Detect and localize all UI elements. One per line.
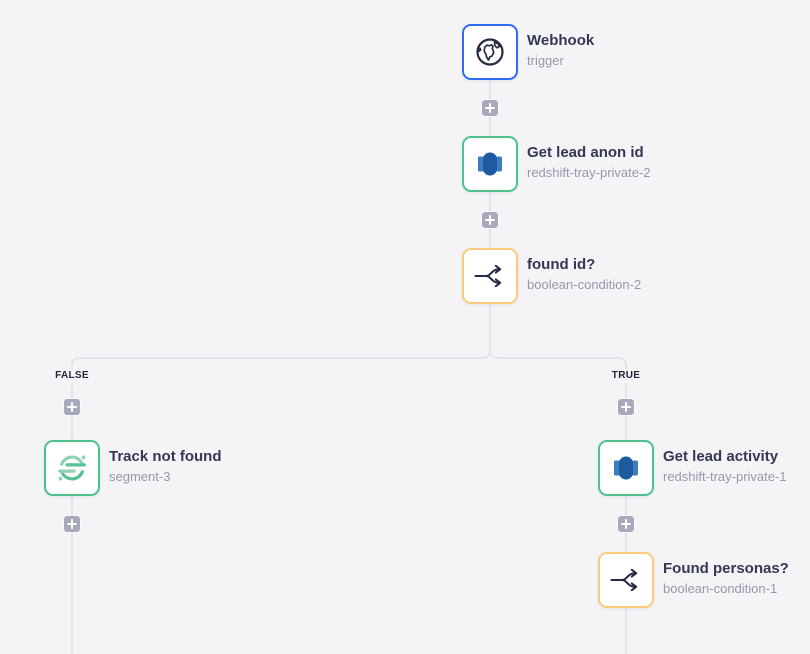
branch-icon [610, 568, 638, 592]
node-subtitle: trigger [527, 53, 564, 68]
add-step-button-false-branch[interactable] [64, 399, 80, 415]
node-found-personas[interactable]: Found personas? boolean-condition-1 [598, 552, 789, 608]
branch-label-true: TRUE [608, 369, 644, 383]
node-found-id-box[interactable] [462, 248, 518, 304]
node-get-lead-anon-id[interactable]: Get lead anon id redshift-tray-private-2 [462, 136, 651, 192]
node-subtitle: boolean-condition-2 [527, 277, 642, 292]
redshift-icon [614, 456, 638, 480]
node-title: found id? [527, 256, 596, 273]
node-found-id[interactable]: found id? boolean-condition-2 [462, 248, 641, 304]
node-track-not-found-box[interactable] [44, 440, 100, 496]
node-track-not-found[interactable]: Track not found segment-3 [44, 440, 222, 496]
node-subtitle: segment-3 [109, 469, 171, 484]
node-title: Webhook [527, 32, 595, 49]
node-webhook[interactable]: Webhook trigger [462, 24, 594, 80]
add-step-button-true-branch[interactable] [618, 399, 634, 415]
add-step-button[interactable] [482, 212, 498, 228]
node-title: Track not found [109, 448, 222, 465]
node-title: Found personas? [663, 560, 789, 577]
node-get-lead-activity-box[interactable] [598, 440, 654, 496]
add-step-button-true-branch[interactable] [618, 516, 634, 532]
add-step-button[interactable] [482, 100, 498, 116]
node-get-lead-anon-id-box[interactable] [462, 136, 518, 192]
segment-icon [58, 455, 86, 481]
branch-icon [474, 264, 502, 288]
redshift-icon [478, 152, 502, 176]
node-subtitle: redshift-tray-private-2 [527, 165, 651, 180]
node-subtitle: redshift-tray-private-1 [663, 469, 787, 484]
add-step-button-false-branch[interactable] [64, 516, 80, 532]
node-get-lead-activity[interactable]: Get lead activity redshift-tray-private-… [598, 440, 787, 496]
node-title: Get lead activity [663, 448, 779, 465]
node-found-personas-box[interactable] [598, 552, 654, 608]
node-title: Get lead anon id [527, 144, 644, 161]
node-webhook-box[interactable] [462, 24, 518, 80]
node-subtitle: boolean-condition-1 [663, 581, 778, 596]
branch-label-false: FALSE [52, 369, 92, 383]
globe-icon [476, 38, 504, 66]
